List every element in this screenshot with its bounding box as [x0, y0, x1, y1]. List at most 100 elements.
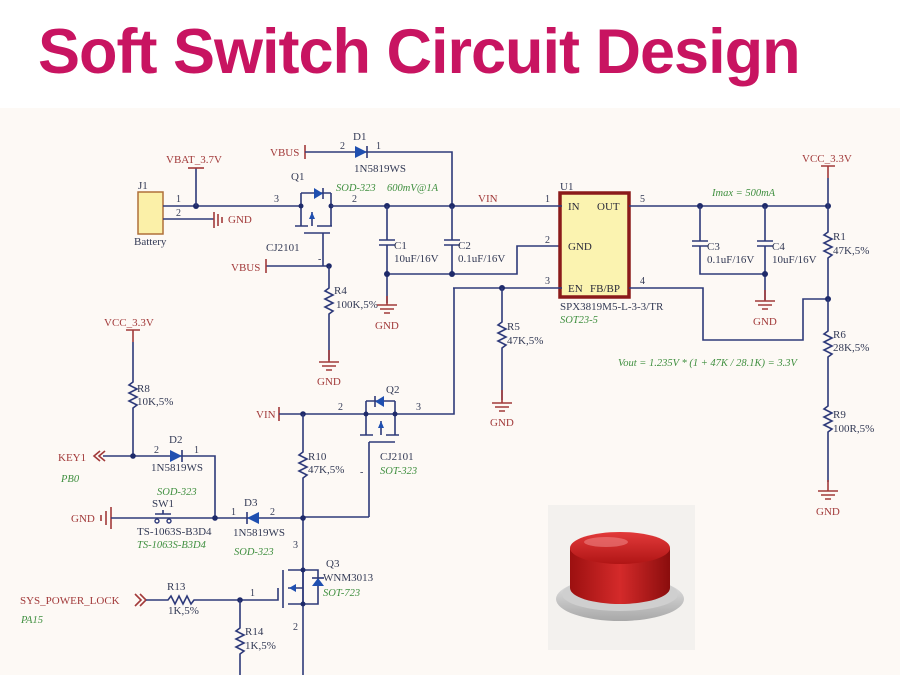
d1-package: SOD-323 [336, 183, 376, 194]
junction [384, 271, 390, 277]
red-push-button-photo [548, 505, 695, 650]
net-vbus1: VBUS [270, 147, 299, 159]
u1-pin-en: EN [568, 283, 583, 295]
mosfet-q3 [282, 567, 324, 608]
r10-ref: R10 [308, 451, 327, 463]
u1-pin-in: IN [568, 201, 580, 213]
net-gnd: GND [71, 513, 95, 525]
q2-pin3: 3 [416, 402, 421, 413]
c1-value: 10uF/16V [394, 253, 439, 265]
resistor-r14 [234, 600, 246, 675]
mosfet-q1: Q1 3 CJ2101 - [266, 171, 334, 266]
d3-pin1: 1 [231, 507, 236, 518]
q2-part: CJ2101 [380, 451, 414, 463]
regulator-u1: U1 IN OUT GND EN FB/BP 1 2 3 4 5 SPX3819… [545, 181, 664, 326]
net-vbus2: VBUS [231, 262, 260, 274]
q3-package: SOT-723 [323, 588, 360, 599]
u1-pin3: 3 [545, 276, 550, 287]
net-gnd: GND [228, 214, 252, 226]
net-vin: VIN [478, 193, 498, 205]
c2-value: 0.1uF/16V [458, 253, 505, 265]
d2-package: SOD-323 [157, 487, 197, 498]
d1-pin1: 1 [376, 141, 381, 152]
c4-value: 10uF/16V [772, 254, 817, 266]
r5-value: 47K,5% [507, 335, 543, 347]
key1-pin: PB0 [60, 474, 80, 485]
page-title: Soft Switch Circuit Design [38, 17, 801, 87]
d2-part: 1N5819WS [151, 462, 203, 474]
r4-value: 100K,5% [336, 299, 378, 311]
q1-pin1: - [318, 254, 321, 265]
r9-value: 100R,5% [833, 423, 874, 435]
q2-package: SOT-323 [380, 466, 417, 477]
q3-pin3: 3 [293, 540, 298, 551]
net-vcc-out: VCC_3.3V [802, 153, 852, 165]
q3-pin2: 2 [293, 622, 298, 633]
d2-pin2: 2 [154, 445, 159, 456]
resistor-r1 [822, 178, 834, 299]
r9-ref: R9 [833, 409, 846, 421]
d1-note: 600mV@1A [387, 183, 439, 194]
r8-value: 10K,5% [137, 396, 173, 408]
r1-ref: R1 [833, 231, 846, 243]
q2-ref: Q2 [386, 384, 399, 396]
capacitor-c4 [757, 206, 773, 300]
r4-ref: R4 [334, 285, 347, 297]
r13-value: 1K,5% [168, 605, 199, 617]
r6-ref: R6 [833, 329, 846, 341]
q2-pin2: 2 [338, 402, 343, 413]
r6-value: 28K,5% [833, 342, 869, 354]
q1-ref: Q1 [291, 171, 304, 183]
mosfet-q2 [360, 396, 399, 517]
d3-package: SOD-323 [234, 547, 274, 558]
j1-name: Battery [134, 236, 167, 248]
junction [300, 515, 306, 521]
ground-symbol [492, 390, 512, 412]
junction [130, 453, 136, 459]
d3-ref: D3 [244, 497, 258, 509]
net-vcc-r8: VCC_3.3V [104, 317, 154, 329]
d1-ref: D1 [353, 131, 366, 143]
junction [449, 271, 455, 277]
resistor-r8 [127, 342, 139, 456]
r1-value: 47K,5% [833, 245, 869, 257]
net-sys-power-lock: SYS_POWER_LOCK [20, 595, 120, 607]
net-vbat: VBAT_3.7V [166, 154, 222, 166]
resistor-r4 [323, 266, 335, 360]
c3-ref: C3 [707, 241, 720, 253]
sw1-ref: SW1 [152, 498, 174, 510]
net-gnd: GND [490, 417, 514, 429]
ground-symbol [377, 296, 397, 314]
c2-ref: C2 [458, 240, 471, 252]
r14-value: 1K,5% [245, 640, 276, 652]
d1-pin2: 2 [340, 141, 345, 152]
net-gnd: GND [317, 376, 341, 388]
u1-part: SPX3819M5-L-3-3/TR [560, 301, 664, 313]
q3-ref: Q3 [326, 558, 340, 570]
r10-value: 47K,5% [308, 464, 344, 476]
sw1-package: TS-1063S-B3D4 [137, 540, 207, 551]
junction [212, 515, 218, 521]
d1-part: 1N5819WS [354, 163, 406, 175]
u1-pin2: 2 [545, 235, 550, 246]
power-port [126, 329, 140, 342]
vout-formula: Vout = 1.235V * (1 + 47K / 28.1K) = 3.3V [618, 358, 798, 369]
title-bar: Soft Switch Circuit Design [0, 0, 900, 108]
port-arrow-icon [134, 593, 148, 607]
net-gnd: GND [753, 316, 777, 328]
d2-pin1: 1 [194, 445, 199, 456]
c1-ref: C1 [394, 240, 407, 252]
ground-symbol [319, 350, 339, 371]
wire-q2 [279, 288, 455, 415]
capacitor-c3 [692, 206, 765, 275]
wire-key1 [103, 455, 216, 517]
resistor-r10 [297, 414, 309, 675]
j1-pin2: 2 [176, 208, 181, 219]
ground-symbol [818, 480, 838, 500]
q3-part: WNM3013 [323, 572, 374, 584]
r5-ref: R5 [507, 321, 520, 333]
net-vin-q2: VIN [256, 409, 276, 421]
resistor-r6-r9 [822, 299, 834, 482]
r14-ref: R14 [245, 626, 264, 638]
